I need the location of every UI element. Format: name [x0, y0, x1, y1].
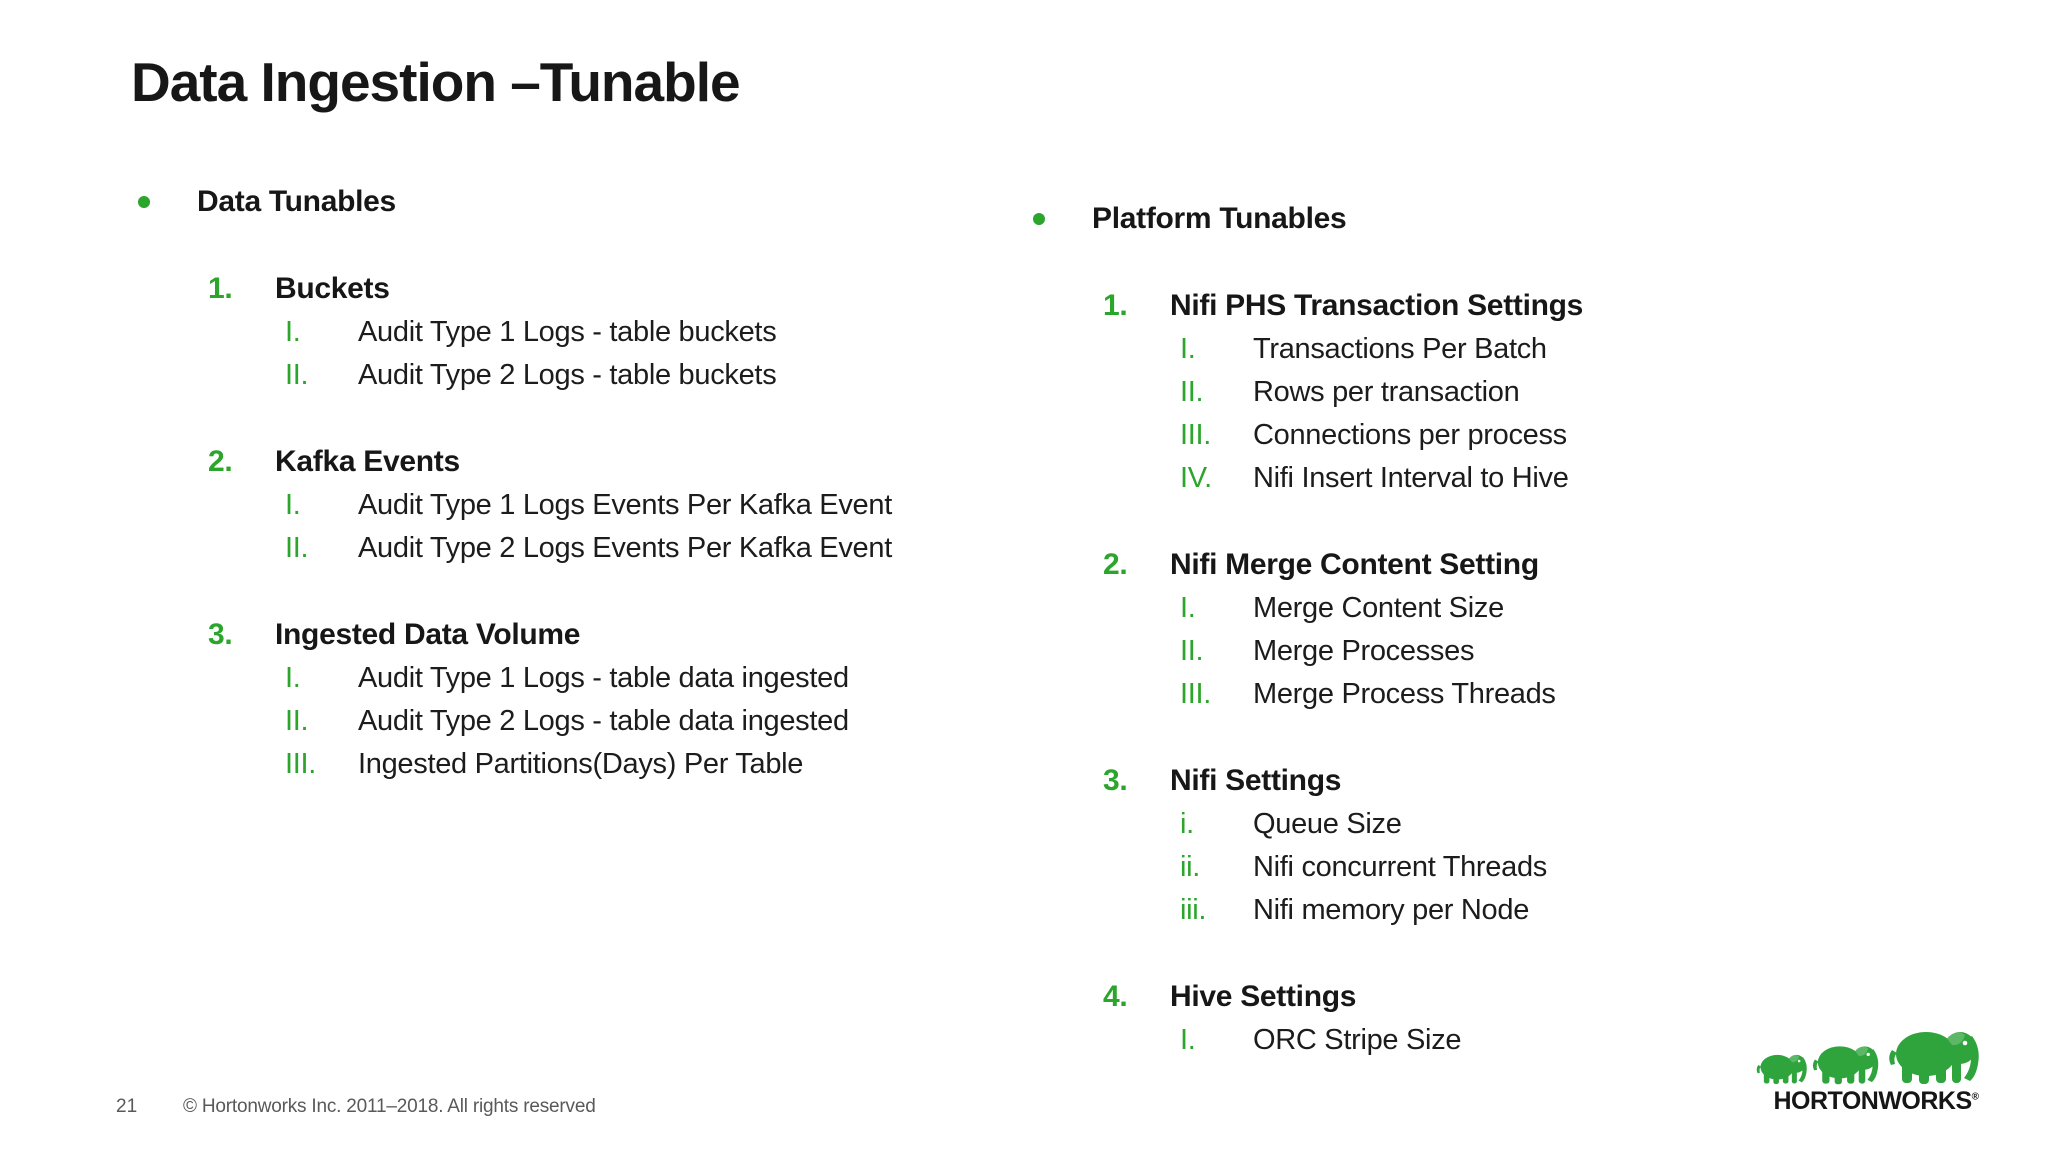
section-number: 3.	[1103, 764, 1128, 797]
section-title: Buckets	[275, 272, 390, 305]
registered-mark: ®	[1971, 1091, 1979, 1103]
item-text: Transactions Per Batch	[1253, 333, 1547, 365]
item-text: Audit Type 2 Logs Events Per Kafka Event	[358, 532, 892, 564]
section-title: Hive Settings	[1170, 980, 1357, 1013]
item-numeral: III.	[1180, 419, 1212, 451]
bullet-icon	[138, 196, 150, 208]
section-title: Nifi Settings	[1170, 764, 1342, 797]
page-number: 21	[116, 1096, 138, 1117]
section-nifi-settings: 3. Nifi Settings i. Queue Size ii. Nifi con…	[1033, 759, 1913, 932]
item-text: Nifi memory per Node	[1253, 894, 1530, 926]
list-item: ii. Nifi concurrent Threads	[1033, 846, 1913, 889]
item-numeral: iii.	[1180, 894, 1207, 926]
item-text: Audit Type 2 Logs - table buckets	[358, 359, 777, 391]
bullet-icon	[1033, 213, 1045, 225]
right-heading-label: Platform Tunables	[1092, 202, 1347, 235]
item-numeral: i.	[1180, 808, 1194, 840]
section-title: Ingested Data Volume	[275, 618, 581, 651]
section-number: 2.	[1103, 548, 1128, 581]
section-title: Nifi Merge Content Setting	[1170, 548, 1539, 581]
item-numeral: I.	[1180, 1024, 1196, 1056]
item-text: Merge Content Size	[1253, 592, 1504, 624]
item-numeral: II.	[1180, 376, 1204, 408]
page-title: Data Ingestion –Tunable	[131, 51, 741, 113]
logo-wordmark-text: HORTONWORKS	[1773, 1087, 1972, 1115]
left-heading-label: Data Tunables	[197, 185, 396, 218]
list-item: iii. Nifi memory per Node	[1033, 889, 1913, 932]
item-numeral: I.	[1180, 333, 1196, 365]
section-title: Kafka Events	[275, 445, 460, 478]
section-number: 2.	[208, 445, 233, 478]
section-title-row: 3. Ingested Data Volume	[138, 613, 1018, 657]
item-text: Audit Type 1 Logs - table data ingested	[358, 662, 849, 694]
item-numeral: II.	[285, 705, 309, 737]
item-numeral: III.	[1180, 678, 1212, 710]
section-title-row: 1. Nifi PHS Transaction Settings	[1033, 284, 1913, 328]
list-item: II. Merge Processes	[1033, 630, 1913, 673]
item-text: Audit Type 2 Logs - table data ingested	[358, 705, 849, 737]
list-item: I. ORC Stripe Size	[1033, 1019, 1913, 1062]
item-numeral: II.	[285, 532, 309, 564]
list-item: IV. Nifi Insert Interval to Hive	[1033, 457, 1913, 500]
three-elephants-icon	[1756, 1031, 1979, 1085]
copyright-text: © Hortonworks Inc. 2011–2018. All rights…	[183, 1096, 596, 1117]
section-number: 1.	[1103, 289, 1128, 322]
list-item: I. Audit Type 1 Logs Events Per Kafka Eve…	[138, 484, 1018, 527]
section-kafka-events: 2. Kafka Events I. Audit Type 1 Logs Event…	[138, 440, 1018, 570]
item-text: ORC Stripe Size	[1253, 1024, 1462, 1056]
item-numeral: I.	[285, 662, 301, 694]
item-text: Merge Process Threads	[1253, 678, 1556, 710]
list-item: I. Audit Type 1 Logs - table data ingeste…	[138, 657, 1018, 700]
item-numeral: I.	[285, 316, 301, 348]
item-text: Audit Type 1 Logs Events Per Kafka Event	[358, 489, 892, 521]
item-text: Connections per process	[1253, 419, 1567, 451]
list-item: III. Ingested Partitions(Days) Per Table	[138, 743, 1018, 786]
section-ingested-data-volume: 3. Ingested Data Volume I. Audit Type 1 Lo…	[138, 613, 1018, 786]
section-number: 4.	[1103, 980, 1128, 1013]
right-column: Platform Tunables 1. Nifi PHS Transaction…	[1033, 197, 1913, 1062]
hortonworks-logo: HORTONWORKS®	[1756, 1024, 1996, 1116]
list-item: i. Queue Size	[1033, 803, 1913, 846]
list-item: III. Merge Process Threads	[1033, 673, 1913, 716]
item-text: Nifi Insert Interval to Hive	[1253, 462, 1569, 494]
section-title: Nifi PHS Transaction Settings	[1170, 289, 1584, 322]
item-text: Merge Processes	[1253, 635, 1475, 667]
section-buckets: 1. Buckets I. Audit Type 1 Logs - table bu…	[138, 267, 1018, 397]
list-item: III. Connections per process	[1033, 414, 1913, 457]
section-title-row: 1. Buckets	[138, 267, 1018, 311]
item-text: Nifi concurrent Threads	[1253, 851, 1547, 883]
item-numeral: II.	[285, 359, 309, 391]
list-item: I. Audit Type 1 Logs - table buckets	[138, 311, 1018, 354]
right-column-heading: Platform Tunables	[1033, 197, 1913, 241]
item-numeral: I.	[285, 489, 301, 521]
section-hive-settings: 4. Hive Settings I. ORC Stripe Size	[1033, 975, 1913, 1062]
left-column: Data Tunables 1. Buckets I. Audit Type 1 L…	[138, 180, 1018, 786]
list-item: I. Merge Content Size	[1033, 587, 1913, 630]
section-title-row: 2. Nifi Merge Content Setting	[1033, 543, 1913, 587]
section-title-row: 2. Kafka Events	[138, 440, 1018, 484]
list-item: I. Transactions Per Batch	[1033, 328, 1913, 371]
list-item: II. Audit Type 2 Logs - table data ingest…	[138, 700, 1018, 743]
section-nifi-merge-content-setting: 2. Nifi Merge Content Setting I. Merge Con…	[1033, 543, 1913, 716]
item-numeral: III.	[285, 748, 317, 780]
item-numeral: IV.	[1180, 462, 1212, 494]
item-text: Ingested Partitions(Days) Per Table	[358, 748, 804, 780]
left-column-heading: Data Tunables	[138, 180, 1018, 224]
section-number: 1.	[208, 272, 233, 305]
logo-wordmark: HORTONWORKS®	[1756, 1087, 1996, 1116]
section-title-row: 3. Nifi Settings	[1033, 759, 1913, 803]
section-number: 3.	[208, 618, 233, 651]
list-item: II. Audit Type 2 Logs - table buckets	[138, 354, 1018, 397]
item-numeral: II.	[1180, 635, 1204, 667]
list-item: II. Audit Type 2 Logs Events Per Kafka Ev…	[138, 527, 1018, 570]
item-text: Rows per transaction	[1253, 376, 1520, 408]
item-numeral: ii.	[1180, 851, 1201, 883]
item-text: Audit Type 1 Logs - table buckets	[358, 316, 777, 348]
item-numeral: I.	[1180, 592, 1196, 624]
section-title-row: 4. Hive Settings	[1033, 975, 1913, 1019]
item-text: Queue Size	[1253, 808, 1402, 840]
section-nifi-phs-transaction-settings: 1. Nifi PHS Transaction Settings I. Transa…	[1033, 284, 1913, 500]
list-item: II. Rows per transaction	[1033, 371, 1913, 414]
